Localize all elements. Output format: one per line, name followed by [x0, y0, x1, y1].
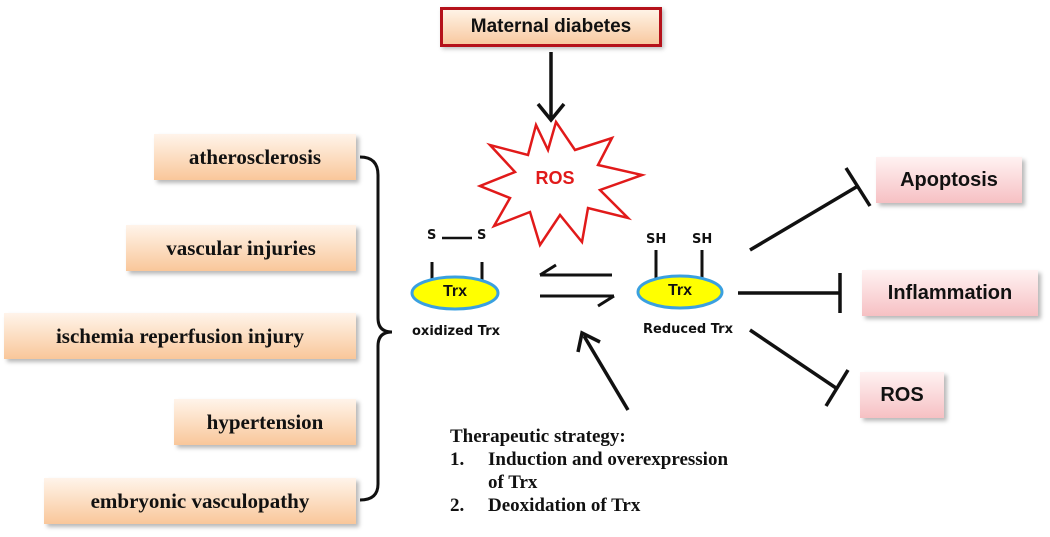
- arrow-strategy-to-equilibrium: [582, 335, 630, 411]
- condition-label: vascular injuries: [166, 235, 316, 260]
- condition-box-hypertension: hypertension: [174, 399, 356, 445]
- inhibit-ros-bar: [824, 369, 850, 407]
- strategy-item-1-text: Induction and overexpression: [488, 449, 729, 470]
- condition-box-ischemia-reperfusion-injury: ischemia reperfusion injury: [4, 313, 356, 359]
- condition-label: ischemia reperfusion injury: [55, 323, 305, 348]
- oxidized-trx-caption: oxidized Trx: [412, 324, 500, 339]
- strategy-item-1: 1. Induction and overexpression: [450, 448, 810, 471]
- oxidized-trx-label: Trx: [442, 283, 467, 300]
- ros-burst-label: ROS: [535, 168, 575, 188]
- oxidized-trx-ellipse: [410, 275, 500, 311]
- reduced-sh2-label: SH: [692, 232, 713, 247]
- reduced-sh1-label: SH: [646, 232, 667, 247]
- outcome-box-apoptosis: Apoptosis: [876, 157, 1022, 203]
- inhibit-apoptosis-bar: [844, 167, 872, 207]
- reduced-trx-caption: Reduced Trx: [643, 322, 733, 337]
- reduced-trx-ellipse: [636, 274, 724, 310]
- ros-burst-shape: [476, 119, 647, 248]
- arrowhead-diabetes-to-ros: [536, 102, 566, 123]
- arrowhead-strategy: [576, 330, 601, 353]
- left-bracket: [359, 155, 393, 502]
- condition-label: atherosclerosis: [188, 144, 322, 169]
- strategy-item-2-text: Deoxidation of Trx: [488, 495, 641, 516]
- oxidized-s2-label: S: [477, 228, 487, 243]
- strategy-item-1-continuation: of Trx: [488, 472, 538, 493]
- condition-box-embryonic-vasculopathy: embryonic vasculopathy: [44, 478, 356, 524]
- maternal-diabetes-label: Maternal diabetes: [470, 16, 632, 37]
- outcome-label: Apoptosis: [900, 168, 998, 191]
- outcome-label: Inflammation: [887, 281, 1013, 304]
- outcome-box-ros: ROS: [860, 372, 944, 418]
- strategy-item-1-number: 1.: [450, 449, 465, 470]
- inhibit-ros-line: [749, 328, 837, 390]
- therapeutic-strategy: Therapeutic strategy: 1. Induction and ov…: [450, 425, 810, 517]
- equilibrium-reverse-barb: [539, 263, 557, 277]
- equilibrium-forward-barb: [597, 294, 615, 308]
- condition-box-vascular-injuries: vascular injuries: [126, 225, 356, 271]
- condition-label: embryonic vasculopathy: [90, 488, 310, 513]
- maternal-diabetes-box: Maternal diabetes: [440, 7, 662, 47]
- strategy-title: Therapeutic strategy:: [450, 426, 626, 447]
- reduced-trx-label: Trx: [667, 282, 692, 299]
- condition-box-atherosclerosis: atherosclerosis: [154, 134, 356, 180]
- oxidized-s1-label: S: [427, 228, 437, 243]
- strategy-item-2: 2. Deoxidation of Trx: [450, 494, 810, 517]
- outcome-label: ROS: [880, 383, 924, 406]
- outcome-box-inflammation: Inflammation: [862, 270, 1038, 316]
- inhibit-apoptosis-line: [749, 184, 859, 252]
- strategy-item-2-number: 2.: [450, 495, 465, 516]
- condition-label: hypertension: [206, 409, 324, 434]
